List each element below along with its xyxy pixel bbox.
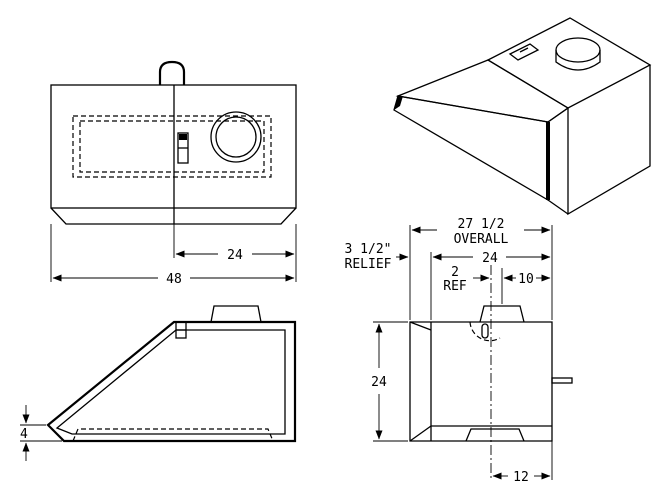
iso-collar-top [555,37,601,63]
lifting-handle [158,60,186,85]
collar-outer-ring [210,111,262,163]
side-inner-profile [55,329,286,435]
overall-width-value: 27 1/2 [458,217,505,232]
ref-word: REF [443,279,467,294]
overall-width-word: OVERALL [454,232,509,247]
collar-inner-ring [215,116,257,158]
front-half-width-label: 24 [227,248,243,263]
collar-offset-label: 10 [518,272,534,287]
isometric-view [393,17,652,216]
relief-value: 3 1/2" [345,242,392,257]
front-view: 24 48 [50,60,297,287]
lip-height-label: 4 [20,427,28,442]
height-label: 24 [371,375,387,390]
side-collar [210,305,262,323]
ref-value: 2 [451,265,459,280]
end-collar [479,305,525,323]
iso-switch [508,43,540,61]
bottom-offset-label: 12 [513,470,529,485]
side-outer-profile [46,320,297,443]
front-width-label: 48 [166,272,182,287]
filter-panel-inner [79,120,265,173]
relief-word: RELIEF [345,257,392,272]
body-width-label: 24 [482,251,498,266]
end-view: 27 1/2 OVERALL 3 1/2" RELIEF 24 2 REF 10… [345,217,573,485]
filter-panel-outer [72,115,272,178]
side-view: 4 [20,305,297,461]
